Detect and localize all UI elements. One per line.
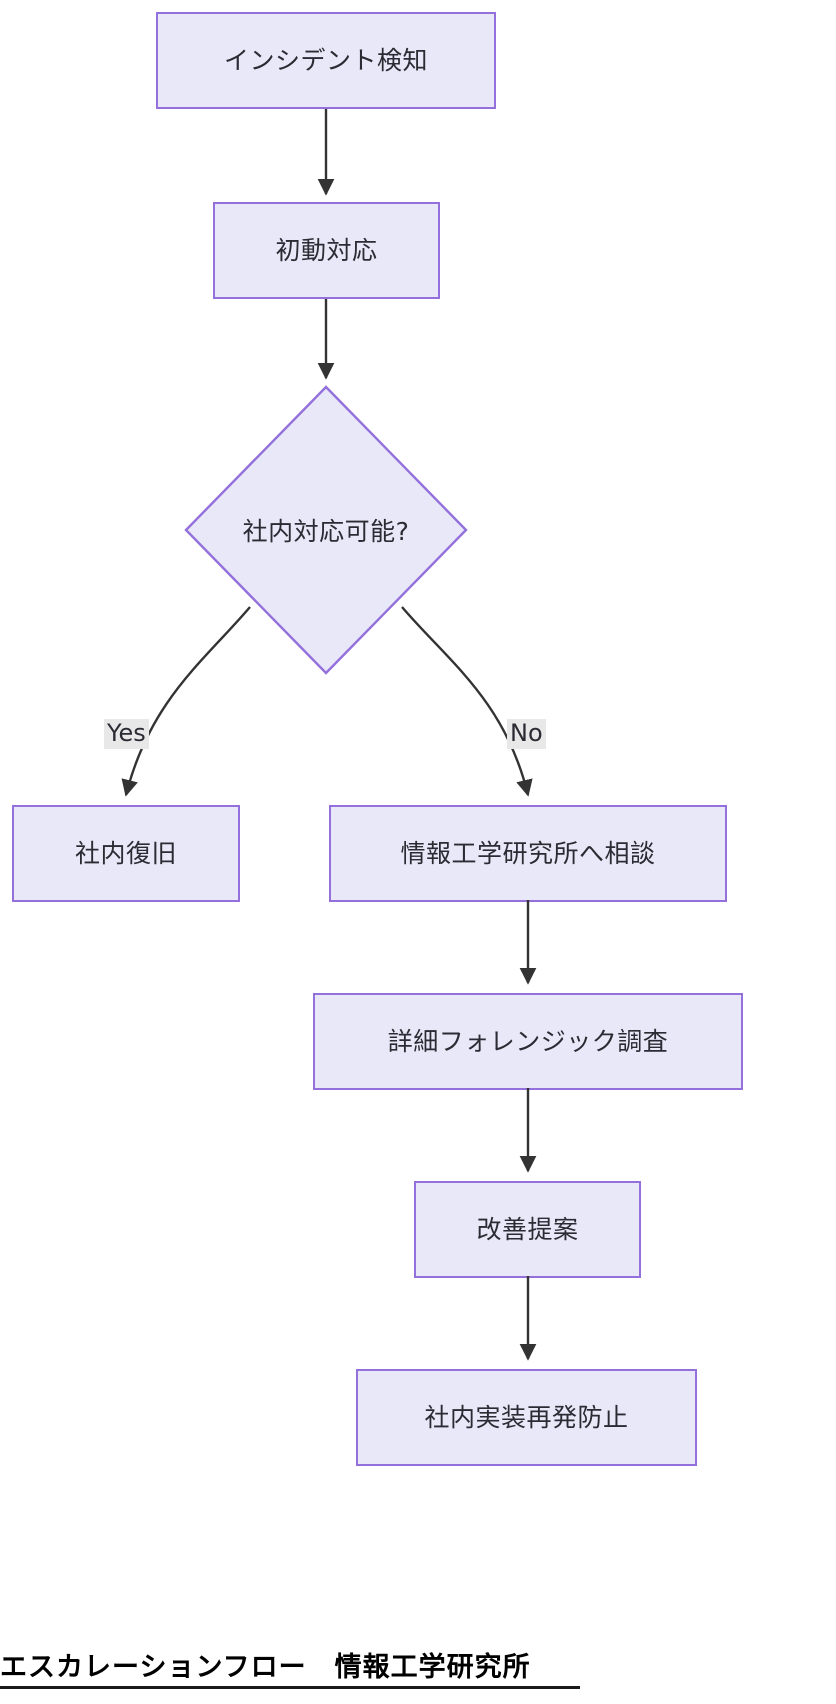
node-label: インシデント検知	[223, 45, 428, 75]
node-label: 改善提案	[476, 1214, 579, 1244]
node-initial-response[interactable]: 初動対応	[213, 202, 440, 299]
node-consult-research-lab[interactable]: 情報工学研究所へ相談	[329, 805, 727, 902]
node-detailed-forensic-investigation[interactable]: 詳細フォレンジック調査	[313, 993, 743, 1090]
edge-label-no: No	[507, 719, 546, 749]
node-label: 社内実装再発防止	[424, 1402, 629, 1432]
node-internal-implementation-prevention[interactable]: 社内実装再発防止	[356, 1369, 697, 1466]
edge-label-text: Yes	[107, 719, 146, 747]
node-internal-recovery[interactable]: 社内復旧	[12, 805, 240, 902]
node-label: 詳細フォレンジック調査	[387, 1026, 669, 1056]
edge-label-text: No	[510, 719, 543, 747]
node-label: 初動対応	[275, 235, 378, 265]
node-label: 情報工学研究所へ相談	[400, 838, 656, 868]
diagram-title: エスカレーションフロー 情報工学研究所	[0, 1645, 580, 1689]
node-incident-detection[interactable]: インシデント検知	[156, 12, 496, 109]
node-improvement-proposal[interactable]: 改善提案	[414, 1181, 641, 1278]
node-can-handle-internally-decision[interactable]: 社内対応可能?	[184, 385, 468, 675]
node-label: 社内対応可能?	[242, 517, 410, 546]
node-label: 社内復旧	[74, 838, 177, 868]
diamond-shape	[184, 385, 468, 675]
edge-label-yes: Yes	[104, 719, 149, 749]
